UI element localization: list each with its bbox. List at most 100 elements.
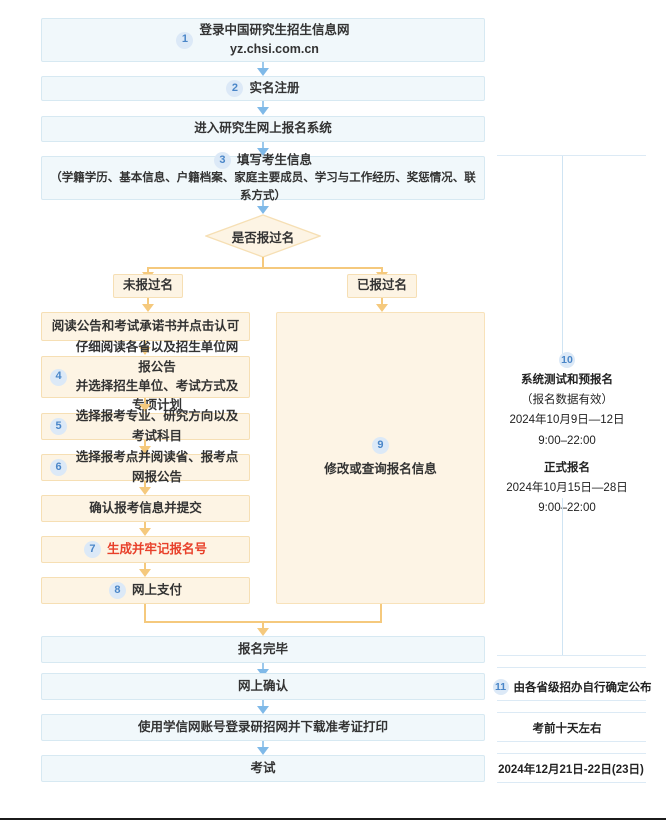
node-login-content: 1 登录中国研究生招生信息网 yz.chsi.com.cn (168, 21, 357, 60)
decision-has-applied[interactable]: 是否报过名 (205, 214, 321, 258)
node-online-pay-text: 网上支付 (131, 582, 182, 597)
step-badge-4: 4 (50, 368, 67, 386)
timeline-rule-5 (497, 741, 646, 742)
connector-finished-onlineconfirm (262, 663, 264, 672)
step-badge-6: 6 (50, 459, 67, 476)
connector-decision-split (147, 267, 383, 269)
arrow-notapplied-down (142, 304, 154, 312)
node-confirm-submit[interactable]: 确认报考信息并提交 (41, 495, 250, 522)
connector-decision-right (381, 267, 383, 275)
node-online-pay[interactable]: 8 网上支付 (41, 577, 250, 604)
arrow-fillinfo-decision (257, 206, 269, 214)
node-read-notice-text: 阅读公告和考试承诺书并点击认可 (51, 318, 240, 333)
connector-ticket-exam (262, 741, 264, 750)
step-badge-3: 3 (213, 151, 231, 169)
arrow-ticket-exam (257, 747, 269, 755)
connector-confirm-gennumber (144, 522, 146, 532)
arrow-site-confirm (139, 487, 151, 495)
node-registration-finished-text: 报名完毕 (237, 641, 288, 656)
branch-label-not-applied-text: 未报过名 (122, 278, 173, 293)
arrow-login-register (257, 68, 269, 76)
timeline-rule-2 (497, 667, 646, 668)
node-read-province-text: 仔细阅读各省以及招生单位网报公告 并选择招生单位、考试方式及专项计划 (75, 340, 239, 413)
timeline-rule-7 (497, 782, 646, 783)
timeline-test-note: （报名数据有效） (521, 394, 613, 407)
connector-onlineconfirm-ticket (262, 700, 264, 709)
arrow-system-fillinfo (257, 148, 269, 156)
step-badge-7: 7 (83, 541, 101, 558)
node-print-ticket[interactable]: 使用学信网账号登录研招网并下载准考证打印 (41, 714, 485, 741)
node-read-province-content: 4 仔细阅读各省以及招生单位网报公告 并选择招生单位、考试方式及专项计划 (42, 338, 249, 416)
arrow-gennumber-pay (139, 569, 151, 577)
timeline-top-rule (497, 155, 646, 156)
node-fill-info-title-row: 3 填写考生信息 (213, 151, 312, 170)
step-badge-5: 5 (50, 418, 67, 435)
step-badge-10: 10 (559, 352, 575, 369)
timeline-rule-3 (497, 700, 646, 701)
timeline-rule-6 (497, 753, 646, 754)
timeline-registration-block: 10 系统测试和预报名 （报名数据有效） 2024年10月9日—12日 9:00… (492, 350, 642, 518)
node-choose-site-text: 选择报考点并阅读省、报考点网报公告 (75, 450, 239, 484)
node-fill-info[interactable]: 3 填写考生信息 （学籍学历、基本信息、户籍档案、家庭主要成员、学习与工作经历、… (41, 151, 485, 202)
arrow-onlineconfirm-ticket (257, 706, 269, 714)
timeline-test-date: 2024年10月9日—12日 (509, 414, 625, 427)
node-confirm-submit-text: 确认报考信息并提交 (89, 500, 202, 515)
page-bottom-rule (0, 818, 666, 820)
timeline-rule-1 (497, 655, 646, 656)
node-enter-system-text: 进入研究生网上报名系统 (194, 121, 332, 136)
timeline-rule-4 (497, 712, 646, 713)
node-choose-major[interactable]: 5 选择报考专业、研究方向以及考试科目 (41, 409, 250, 443)
node-registration-finished[interactable]: 报名完毕 (41, 636, 485, 663)
node-generate-number[interactable]: 7 生成并牢记报名号 (41, 536, 250, 563)
connector-readnotice-readprovince (144, 341, 146, 351)
connector-fillinfo-decision (262, 200, 264, 210)
connector-applied-down (381, 298, 383, 307)
node-fill-info-title: 填写考生信息 (236, 152, 312, 167)
timeline-row-ticket-text: 考前十天左右 (532, 722, 602, 735)
node-online-confirm[interactable]: 网上确认 (41, 673, 485, 700)
arrow-readprovince-major (139, 404, 151, 412)
node-choose-site-content: 6 选择报考点并阅读省、报考点网报公告 (42, 448, 249, 487)
arrow-major-site (139, 446, 151, 454)
node-choose-major-text: 选择报考专业、研究方向以及考试科目 (75, 409, 239, 443)
timeline-vline-lower (562, 498, 563, 656)
connector-register-system (262, 101, 264, 111)
node-choose-site[interactable]: 6 选择报考点并阅读省、报考点网报公告 (41, 450, 250, 484)
timeline-vline-upper (562, 156, 563, 354)
node-online-confirm-text: 网上确认 (237, 678, 288, 693)
node-login-text: 登录中国研究生招生信息网 yz.chsi.com.cn (199, 22, 350, 56)
connector-login-register (262, 62, 264, 72)
node-read-province[interactable]: 4 仔细阅读各省以及招生单位网报公告 并选择招生单位、考试方式及专项计划 (41, 340, 250, 412)
node-generate-number-text: 生成并牢记报名号 (106, 541, 207, 556)
node-modify-query-text: 修改或查询报名信息 (324, 461, 437, 476)
timeline-test-title: 系统测试和预报名 (521, 374, 613, 387)
node-fill-info-detail: （学籍学历、基本信息、户籍档案、家庭主要成员、学习与工作经历、奖惩情况、联系方式… (50, 171, 476, 202)
arrow-applied-down (376, 304, 388, 312)
decision-label: 是否报过名 (231, 230, 295, 245)
step-badge-8: 8 (108, 582, 126, 599)
node-modify-query[interactable]: 9 修改或查询报名信息 (276, 312, 485, 604)
connector-modify-merge (380, 604, 382, 623)
node-exam-text: 考试 (250, 760, 276, 775)
node-exam[interactable]: 考试 (41, 755, 485, 782)
node-read-notice[interactable]: 阅读公告和考试承诺书并点击认可 (41, 312, 250, 341)
branch-label-applied-text: 已报过名 (356, 278, 407, 293)
connector-gennumber-pay (144, 563, 146, 573)
connector-decision-left (147, 267, 149, 275)
node-print-ticket-text: 使用学信网账号登录研招网并下载准考证打印 (137, 719, 388, 734)
connector-readprovince-major (144, 398, 146, 408)
connector-site-confirm (144, 481, 146, 491)
step-badge-11: 11 (492, 678, 509, 695)
timeline-row-exam-text: 2024年12月21日-22日(23日) (498, 763, 644, 776)
branch-label-applied[interactable]: 已报过名 (347, 274, 417, 298)
node-login[interactable]: 1 登录中国研究生招生信息网 yz.chsi.com.cn (41, 18, 485, 62)
connector-merge-down (262, 621, 264, 631)
node-register[interactable]: 2 实名注册 (41, 76, 485, 101)
timeline-formal-time: 9:00–22:00 (538, 501, 596, 514)
node-modify-query-content: 9 修改或查询报名信息 (316, 436, 445, 479)
node-enter-system[interactable]: 进入研究生网上报名系统 (41, 116, 485, 142)
step-badge-2: 2 (226, 80, 244, 97)
timeline-formal-date: 2024年10月15日—28日 (506, 481, 628, 494)
branch-label-not-applied[interactable]: 未报过名 (113, 274, 183, 298)
